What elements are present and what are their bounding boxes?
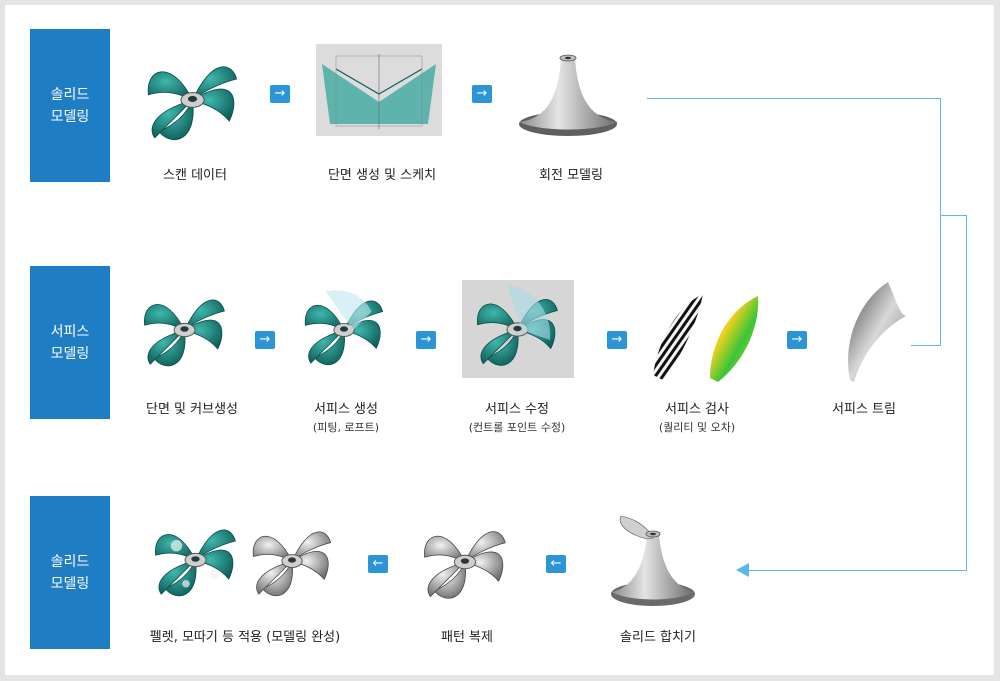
section-sketch-image bbox=[316, 44, 442, 136]
flow-arrow-left: ← bbox=[546, 555, 566, 573]
stage-label-line: 솔리드 bbox=[50, 553, 90, 570]
solid-merge-image bbox=[607, 514, 699, 610]
pattern-copy-image bbox=[416, 514, 514, 610]
stage-label-line: 솔리드 bbox=[50, 86, 90, 103]
caption-merge: 솔리드 합치기 bbox=[620, 630, 696, 645]
surface-trim-image bbox=[840, 280, 908, 382]
flow-arrow-left: ← bbox=[368, 555, 388, 573]
caption-sub: (컨트롤 포인트 수정) bbox=[468, 421, 566, 434]
final-model-image bbox=[244, 515, 340, 607]
caption-sub: (퀄리티 및 오차) bbox=[658, 421, 736, 434]
caption-surface-edit: 서피스 수정 (컨트롤 포인트 수정) bbox=[469, 398, 566, 435]
final-fillet-teal-image bbox=[148, 512, 243, 608]
caption-main: 서피스 검사 bbox=[665, 402, 729, 417]
stage-label-line: 모델링 bbox=[50, 575, 90, 592]
caption-surface-create: 서피스 생성 (피팅, 로프트) bbox=[313, 398, 379, 435]
flow-arrow-right: → bbox=[255, 331, 275, 349]
caption-final: 펠렛, 모따기 등 적용 (모델링 완성) bbox=[149, 630, 341, 645]
revolve-model-image bbox=[517, 48, 620, 140]
connector-arrowhead-icon bbox=[736, 563, 749, 577]
caption-sub: (피팅, 로프트) bbox=[312, 421, 380, 434]
flow-arrow-right: → bbox=[416, 331, 436, 349]
caption-main: 서피스 수정 bbox=[485, 402, 549, 417]
surface-create-image bbox=[298, 280, 390, 380]
flow-arrow-right: → bbox=[472, 85, 492, 103]
caption-scan-data: 스캔 데이터 bbox=[163, 168, 227, 183]
stage-label-line: 서피스 bbox=[50, 323, 90, 340]
connector-right-vertical bbox=[966, 215, 967, 571]
caption-surface-check: 서피스 검사 (퀄리티 및 오차) bbox=[659, 398, 735, 435]
caption-revolve: 회전 모델링 bbox=[539, 168, 603, 183]
scan-data-image bbox=[140, 44, 245, 156]
stage-label-line: 모델링 bbox=[50, 345, 90, 362]
flow-arrow-right: → bbox=[607, 331, 627, 349]
caption-surface-trim: 서피스 트림 bbox=[832, 402, 896, 417]
caption-curves: 단면 및 커브생성 bbox=[146, 402, 238, 417]
stage-label-line: 모델링 bbox=[50, 108, 90, 125]
connector-row3-horizontal bbox=[748, 570, 967, 571]
flow-arrow-right: → bbox=[787, 331, 807, 349]
surface-edit-image bbox=[462, 280, 574, 378]
caption-section-sketch: 단면 생성 및 스케치 bbox=[327, 168, 437, 183]
connector-row2-end bbox=[911, 345, 941, 346]
caption-main: 서피스 생성 bbox=[314, 402, 378, 417]
caption-pattern: 패턴 복제 bbox=[441, 630, 493, 645]
connector-row1-vertical bbox=[940, 98, 941, 346]
curves-image bbox=[137, 280, 232, 380]
surface-check-image bbox=[648, 290, 763, 382]
flow-arrow-right: → bbox=[270, 85, 290, 103]
connector-row1-horizontal bbox=[647, 98, 940, 99]
connector-mid-horizontal bbox=[940, 215, 967, 216]
